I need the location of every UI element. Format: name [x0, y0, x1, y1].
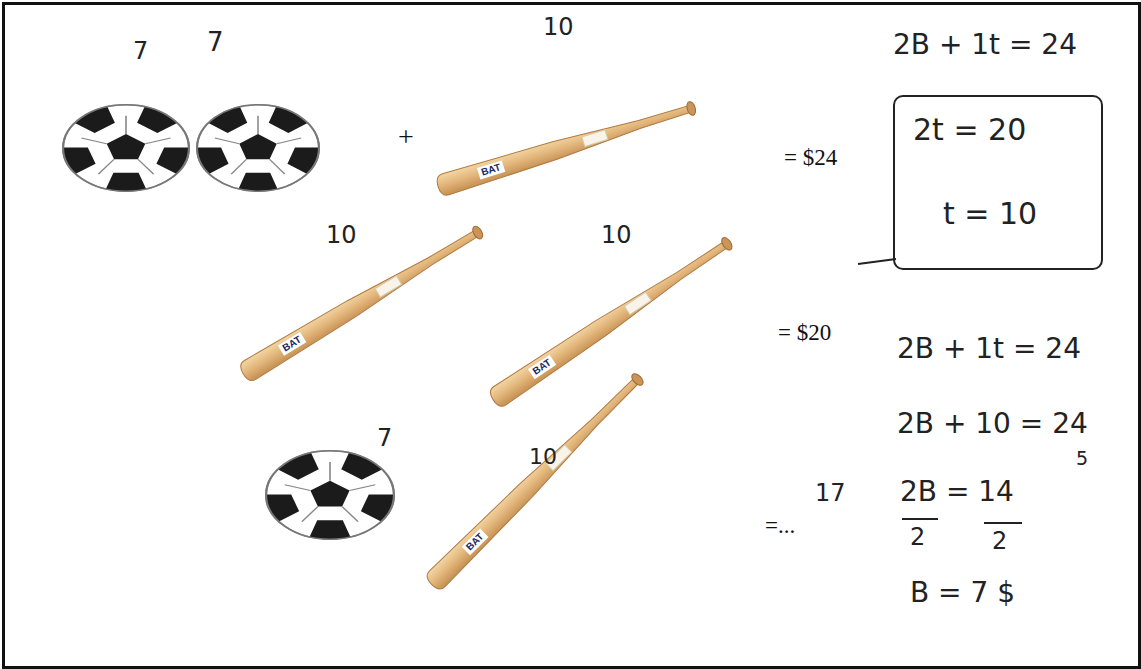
margin-note: 5: [1076, 448, 1088, 469]
answer-note: 17: [815, 480, 846, 506]
soccer-ball: [258, 451, 402, 548]
answer: B = 7 $: [910, 578, 1015, 609]
equation: t = 10: [943, 197, 1037, 230]
price-note: 10: [601, 222, 632, 248]
baseball-bat: [435, 97, 698, 197]
baseball-bat: [238, 221, 487, 383]
baseball-bat: [424, 369, 648, 592]
soccer-ball: [55, 105, 197, 200]
fraction-bar: [984, 522, 1022, 524]
baseball-bat: [487, 232, 736, 409]
price-note: 10: [543, 14, 574, 40]
price-note: 7: [377, 425, 392, 451]
equation: 2B + 10 = 24: [897, 409, 1088, 440]
box-tail-line: [858, 259, 896, 264]
equation: 2B + 1t = 24: [897, 334, 1081, 365]
boxed-result: 2t = 20 t = 10: [893, 95, 1103, 270]
total-price: = $24: [784, 145, 837, 170]
equation: 2B + 1t = 24: [893, 30, 1077, 61]
soccer-ball: [189, 105, 327, 200]
fraction-bar: [902, 518, 938, 520]
price-note: 7: [207, 28, 224, 57]
price-note: 10: [529, 445, 557, 469]
equation: 2t = 20: [913, 113, 1026, 146]
total-price: =...: [765, 513, 795, 538]
plus-sign: +: [398, 122, 414, 153]
price-note: 10: [326, 222, 357, 248]
equation: 2B = 14: [900, 477, 1014, 508]
denominator: 2: [992, 528, 1007, 554]
price-note: 7: [133, 38, 148, 64]
denominator: 2: [910, 524, 925, 550]
total-price: = $20: [778, 320, 831, 345]
